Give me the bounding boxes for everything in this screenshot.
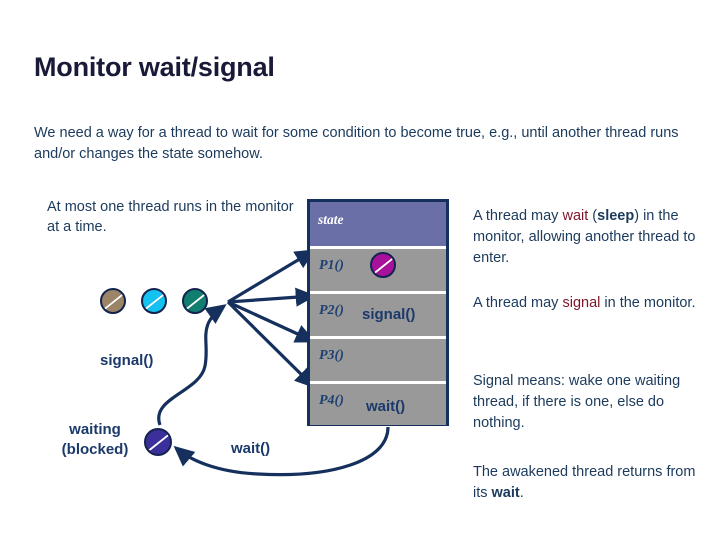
lightning-bolt-icon: ╱ [150, 431, 166, 453]
monitor-row-label: P4() [319, 393, 344, 408]
waiting-label-line2: (blocked) [61, 441, 129, 458]
rtext4-pre: The awakened thread returns from its [473, 464, 696, 501]
monitor-row-call: signal() [362, 306, 416, 323]
rtext2-post: in the monitor. [600, 295, 696, 311]
monitor-row-label: P1() [319, 258, 344, 273]
thread-puck-in-monitor: ╱ [370, 252, 396, 278]
fan-arrows [226, 249, 317, 389]
lightning-bolt-icon: ╱ [146, 290, 162, 312]
rtext4-keyword-wait: wait [491, 485, 520, 501]
monitor-row-label: P2() [319, 303, 344, 318]
monitor-state-header: state [310, 202, 446, 246]
rtext2-pre: A thread may [473, 295, 563, 311]
lightning-bolt-icon: ╱ [375, 254, 391, 276]
rtext1-keyword-sleep: sleep [597, 208, 635, 224]
monitor-row-p3: P3() [310, 336, 446, 380]
waiting-blocked-label: waiting (blocked) [45, 420, 145, 460]
thread-puck-tan: ╱ [100, 288, 126, 314]
rtext2-keyword-signal: signal [562, 295, 601, 311]
waiting-label-line1: waiting [69, 421, 121, 438]
monitor-row-p2: P2() signal() [310, 291, 446, 335]
rtext4-post: . [519, 485, 524, 501]
monitor-box: state P1() P2() signal() P3() P4() wait(… [307, 199, 449, 426]
rtext1-mid: ( [588, 208, 598, 224]
monitor-row-p1: P1() [310, 246, 446, 290]
wait-edge-label: wait() [231, 440, 271, 457]
lightning-bolt-icon: ╱ [187, 290, 203, 312]
signal-edge-label: signal() [100, 352, 154, 369]
thread-puck-teal: ╱ [182, 288, 208, 314]
caption-at-most-one-thread: At most one thread runs in the monitor a… [47, 199, 294, 235]
page-title: Monitor wait/signal [34, 52, 275, 82]
rtext1-keyword-wait: wait [562, 208, 589, 224]
lightning-bolt-icon: ╱ [105, 290, 121, 312]
right-text-block-4: The awakened thread returns from its wai… [473, 462, 705, 504]
right-text-block-3: Signal means: wake one waiting thread, i… [473, 373, 681, 431]
thread-puck-waiting: ╱ [144, 428, 172, 456]
right-text-block-1: A thread may wait (sleep) in the monitor… [473, 206, 705, 269]
monitor-row-call: wait() [366, 398, 406, 415]
right-text-block-2: A thread may signal in the monitor. [473, 293, 705, 314]
signal-edge [157, 304, 227, 426]
wait-edge [173, 426, 390, 477]
monitor-state-label: state [318, 212, 344, 227]
intro-paragraph: We need a way for a thread to wait for s… [34, 125, 679, 162]
thread-puck-cyan: ╱ [141, 288, 167, 314]
rtext1-post: ) in the monitor, allowing another threa… [473, 208, 696, 266]
monitor-row-p4: P4() wait() [310, 381, 446, 425]
rtext1-pre: A thread may [473, 208, 563, 224]
monitor-row-label: P3() [319, 348, 344, 363]
